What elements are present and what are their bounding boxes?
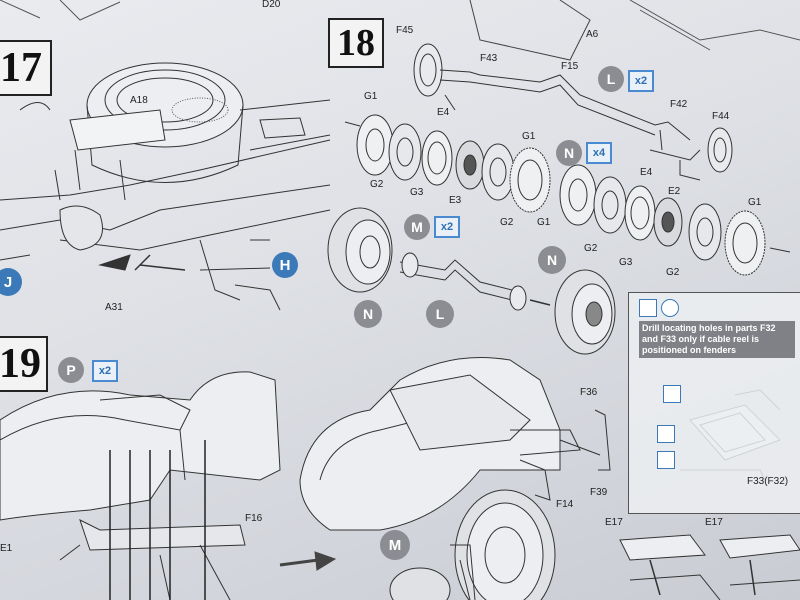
marker-m: M [380,530,410,560]
part-label: F16 [245,513,263,524]
step-19-number: 19 [0,336,48,392]
multiplier-badge: x2 [434,216,460,238]
multiplier-badge: x2 [628,70,654,92]
part-label: F39 [590,487,608,498]
part-label: E1 [0,543,13,554]
marker-h: H [272,252,298,278]
marker-j: J [0,268,22,296]
part-label: G1 [364,91,378,102]
part-label: F33(F32) [747,476,789,487]
locate-hole-icon [663,385,681,403]
part-label: G2 [370,179,384,190]
part-label: E17 [605,517,623,528]
marker-n: N [538,246,566,274]
part-label: G3 [410,187,424,198]
marker-p: P [58,357,84,383]
part-label: F36 [580,387,598,398]
part-label: E3 [449,195,462,206]
part-label: G1 [522,131,536,142]
part-label: F45 [396,25,414,36]
drill-note-text: Drill locating holes in parts F32 and F3… [639,321,795,358]
multiplier-badge: x4 [586,142,612,164]
mark-icon [657,451,675,469]
marker-n: N [354,300,382,328]
marker-l: L [598,66,624,92]
marker-m: M [404,214,430,240]
part-label: E4 [640,167,653,178]
drill-icon [639,299,657,317]
locate-hole-icon [661,299,679,317]
step18-art [327,43,791,355]
part-label: A6 [586,29,599,40]
part-label: G2 [666,267,680,278]
part-label: G1 [537,217,551,228]
part-label: F43 [480,53,498,64]
part-label: E2 [668,186,681,197]
part-label: F15 [561,61,579,72]
part-label: F42 [670,99,688,110]
part-label: F14 [556,499,574,510]
marker-l: L [426,300,454,328]
step17-art [0,62,331,311]
drill-note-box: Drill locating holes in parts F32 and F3… [628,292,800,514]
part-label: G1 [748,197,762,208]
step-17-number: 17 [0,40,52,96]
part-label: A18 [130,95,148,106]
multiplier-badge: x2 [92,360,118,382]
locate-hole-icon [657,425,675,443]
part-label: G2 [500,217,514,228]
header-ref: D20 [262,0,281,10]
part-label: G2 [584,243,598,254]
part-label: E4 [437,107,450,118]
part-label: F44 [712,111,730,122]
step-18-number: 18 [328,18,384,68]
part-label: G3 [619,257,633,268]
step19-art [0,357,800,600]
part-label: A31 [105,302,123,313]
marker-n: N [556,140,582,166]
part-label: E17 [705,517,723,528]
